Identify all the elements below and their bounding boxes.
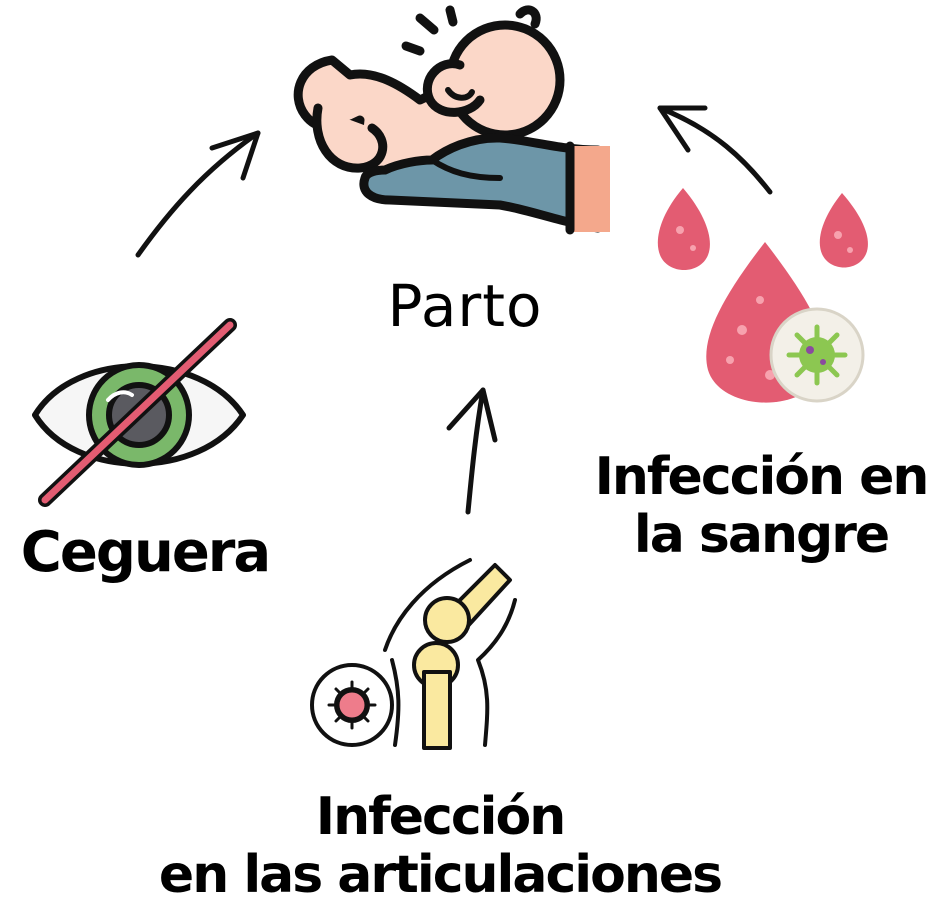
arrow-sangre-to-parto [657, 105, 773, 195]
baby-delivery-icon [293, 5, 610, 235]
node-label-infeccion-sangre-line2: la sangre [633, 505, 890, 566]
center-label-parto: Parto [387, 272, 543, 340]
infected-knee-joint-icon [310, 558, 517, 750]
virus-green [786, 324, 848, 386]
arrow-ceguera-to-parto [135, 130, 261, 258]
node-label-infeccion-sangre-line1: Infección en [594, 447, 930, 507]
node-label-infeccion-articulaciones-line2: en las articulaciones [158, 845, 723, 906]
node-label-infeccion-articulaciones: Infección en las articulaciones [120, 787, 760, 906]
infected-blood-drops-icon [657, 188, 868, 403]
crossed-eye-icon [32, 318, 246, 507]
arrow-articulaciones-to-parto [446, 387, 498, 515]
node-label-infeccion-sangre: Infección en la sangre [575, 447, 947, 566]
node-label-infeccion-articulaciones-line1: Infección [315, 787, 566, 847]
node-label-ceguera: Ceguera [20, 520, 271, 585]
